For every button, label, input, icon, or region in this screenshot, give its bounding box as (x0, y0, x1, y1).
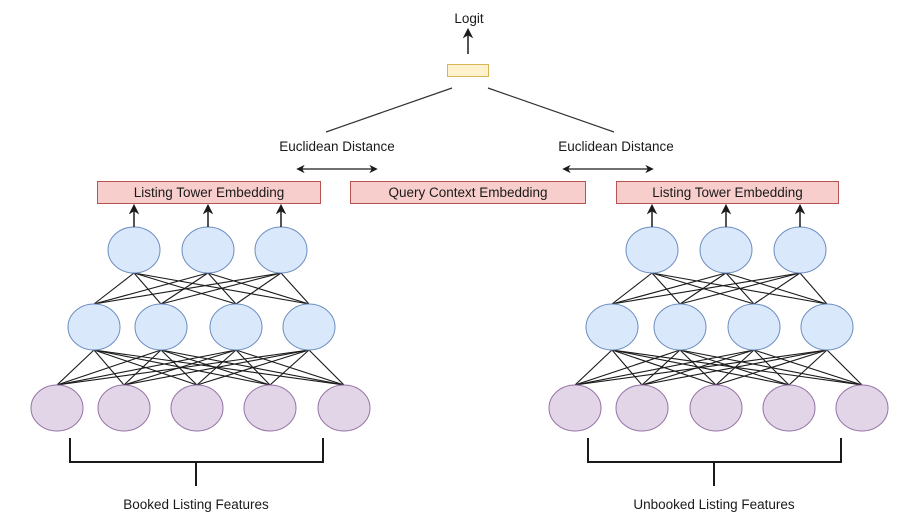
booked-input-node (317, 384, 371, 432)
booked-hidden-node (134, 303, 188, 351)
booked-edge (133, 272, 237, 305)
unbooked-hidden-node (653, 303, 707, 351)
booked-edge (56, 349, 95, 386)
unbooked-edge (611, 272, 653, 305)
left-distance-line (325, 87, 453, 133)
unbooked-edge (611, 349, 717, 386)
booked-edge (93, 349, 125, 386)
booked-hidden-node (209, 303, 263, 351)
unbooked-edge (574, 349, 613, 386)
unbooked-output-node (699, 226, 753, 274)
booked-edge (280, 272, 310, 305)
booked-edge (207, 272, 310, 305)
unbooked-input-node (548, 384, 602, 432)
unbooked-edge (611, 349, 790, 386)
unbooked-output-node (773, 226, 827, 274)
right-listing-tower-embedding: Listing Tower Embedding (616, 181, 839, 204)
left-listing-tower-embedding: Listing Tower Embedding (97, 181, 321, 204)
booked-edge (308, 349, 345, 386)
booked-edge (93, 349, 345, 386)
unbooked-edge (799, 272, 828, 305)
booked-listing-features-label: Booked Listing Features (123, 497, 269, 512)
unbooked-edge (651, 272, 828, 305)
booked-hidden-node (67, 303, 121, 351)
booked-edge (93, 272, 135, 305)
edges-layer (56, 272, 863, 386)
booked-edge (160, 349, 345, 386)
unbooked-hidden-node (585, 303, 639, 351)
booked-edge (123, 349, 162, 386)
unbooked-input-node (762, 384, 816, 432)
unbooked-edge (641, 349, 681, 386)
unbooked-input-node (615, 384, 669, 432)
booked-edge (93, 272, 209, 305)
logit-label: Logit (454, 11, 484, 26)
booked-input-node (170, 384, 224, 432)
unbooked-edge (651, 272, 681, 305)
booked-edge (235, 349, 345, 386)
unbooked-edge (753, 349, 863, 386)
unbooked-edge (826, 349, 863, 386)
booked-edge (160, 349, 198, 386)
booked-edge (93, 272, 282, 305)
unbooked-edge (651, 272, 755, 305)
unbooked-edge (611, 349, 863, 386)
connectors-layer (69, 27, 842, 486)
unbooked-hidden-node (800, 303, 854, 351)
unbooked-hidden-node (727, 303, 781, 351)
booked-output-node (181, 226, 235, 274)
booked-output-node (107, 226, 161, 274)
booked-output-node (254, 226, 308, 274)
unbooked-output-node (625, 226, 679, 274)
unbooked-edge (725, 272, 828, 305)
booked-edge (93, 349, 271, 386)
booked-edge (133, 272, 162, 305)
unbooked-edge (611, 349, 643, 386)
unbooked-input-node (689, 384, 743, 432)
logit-node (447, 64, 489, 77)
unbooked-listing-features-label: Unbooked Listing Features (633, 497, 795, 512)
unbooked-input-node (835, 384, 889, 432)
right-euclidean-distance-label: Euclidean Distance (558, 139, 674, 154)
booked-features-bracket (69, 438, 324, 486)
booked-hidden-node (282, 303, 336, 351)
left-euclidean-distance-label: Euclidean Distance (279, 139, 395, 154)
booked-input-node (30, 384, 84, 432)
right-distance-line (487, 87, 615, 133)
unbooked-edge (611, 272, 801, 305)
booked-input-node (97, 384, 151, 432)
booked-input-node (243, 384, 297, 432)
unbooked-edge (611, 272, 727, 305)
nodes-layer (30, 226, 889, 432)
unbooked-features-bracket (587, 438, 842, 486)
unbooked-edge (679, 349, 863, 386)
query-context-embedding: Query Context Embedding (350, 181, 586, 204)
booked-edge (93, 349, 198, 386)
booked-edge (133, 272, 310, 305)
